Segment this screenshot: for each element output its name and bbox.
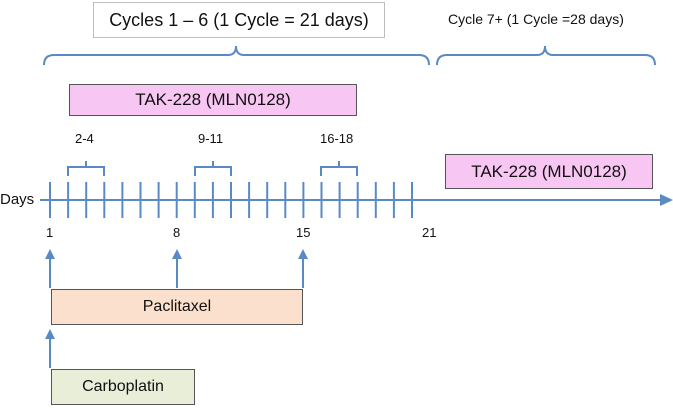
cycle-7-brace — [436, 45, 656, 66]
day-ticks — [49, 182, 413, 218]
day-8-paclitaxel-arrowhead — [172, 249, 182, 259]
cycle-7-plus-label: Cycle 7+ (1 Cycle =28 days) — [448, 11, 624, 27]
days-2-4-bracket — [67, 161, 105, 176]
range-label-days-16-18: 16-18 — [320, 131, 354, 146]
days-9-11-bracket — [194, 161, 232, 176]
range-label-days-9-11: 9-11 — [198, 131, 224, 146]
tak-228-cycle-7-plus-box: TAK-228 (MLN0128) — [445, 154, 653, 189]
day-marker-15: 15 — [296, 225, 311, 240]
day-15-paclitaxel-arrowhead — [298, 249, 308, 259]
day-marker-21: 21 — [422, 225, 437, 240]
paclitaxel-box: Paclitaxel — [51, 289, 303, 325]
range-label-days-2-4: 2-4 — [75, 131, 94, 146]
cycles-1-6-label: Cycles 1 – 6 (1 Cycle = 21 days) — [93, 2, 385, 38]
cycles-1-6-brace — [43, 45, 430, 66]
tak-228-cycles-1-6-box: TAK-228 (MLN0128) — [69, 84, 357, 116]
carboplatin-box: Carboplatin — [51, 369, 195, 405]
day-1-paclitaxel-arrowhead — [45, 249, 55, 259]
days-axis-label: Days — [0, 191, 35, 208]
day-marker-8: 8 — [173, 225, 181, 240]
days-axis-arrowhead — [660, 194, 673, 206]
day-1-carboplatin-arrowhead — [45, 329, 55, 339]
day-marker-1: 1 — [46, 225, 54, 240]
days-16-18-bracket — [320, 161, 358, 176]
